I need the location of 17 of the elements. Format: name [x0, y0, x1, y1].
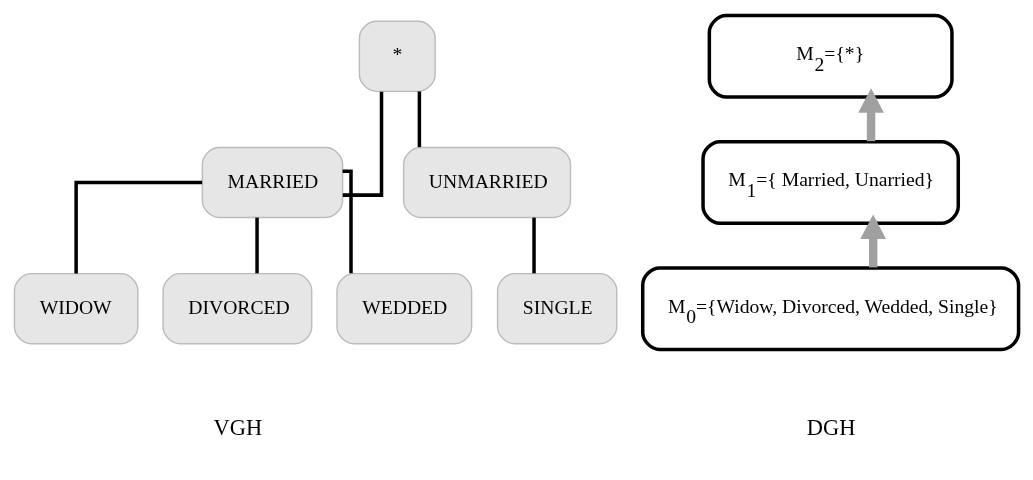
node-box: * [358, 20, 436, 93]
connector [417, 91, 422, 148]
label: DGH [806, 414, 856, 440]
node-box: WEDDED [336, 272, 473, 345]
connector [74, 180, 203, 274]
arrow [860, 214, 887, 268]
node-box: DIVORCED [162, 272, 313, 345]
node-box: UNMARRIED [402, 146, 572, 219]
node-box: SINGLE [496, 272, 618, 345]
connector [342, 91, 384, 197]
connector [532, 217, 536, 274]
connector [255, 217, 259, 274]
node-box: WIDOW [13, 272, 139, 345]
label: VGH [213, 414, 263, 440]
node-box: MARRIED [201, 146, 344, 219]
arrow [858, 88, 884, 142]
connector [342, 169, 353, 274]
